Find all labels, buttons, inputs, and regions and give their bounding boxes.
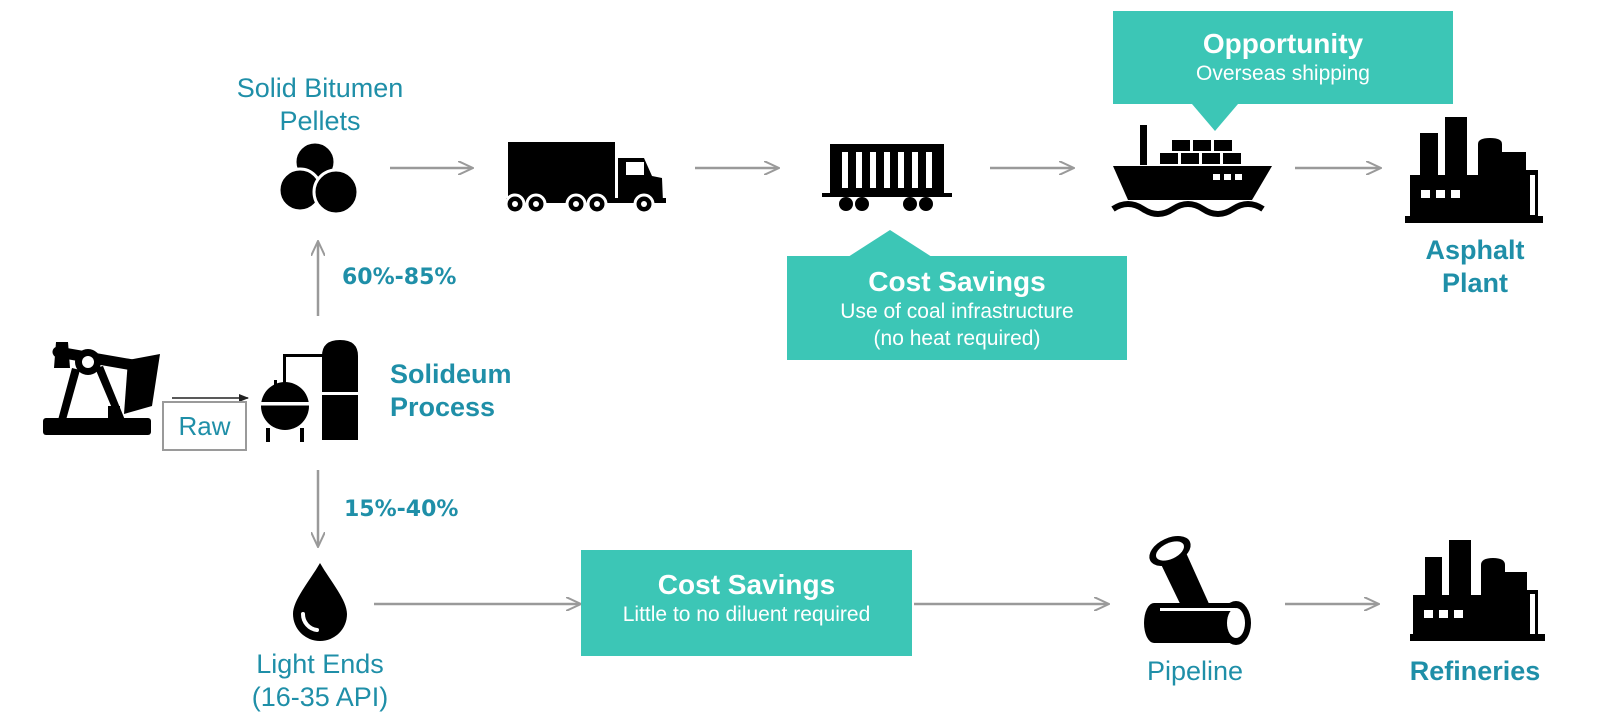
rail-cost-savings-line1: Use of coal infrastructure [840,300,1074,324]
rail-cost-savings-callout: Cost Savings Use of coal infrastructure … [787,256,1127,360]
refineries-label: Refineries [1409,656,1541,686]
opportunity-callout-pointer [1192,104,1238,131]
pellets-icon [277,140,360,216]
opportunity-title: Opportunity [1202,28,1364,59]
pumpjack-icon [43,342,160,435]
process-label: Solideum Process [390,359,512,422]
rail-savings-callout-pointer [848,230,932,257]
top-percentage-label: 60%-85% [342,265,457,290]
raw-label: Raw [178,411,231,441]
rail-cost-savings-title: Cost Savings [868,266,1046,297]
bottom-percentage-label: 15%-40% [344,497,459,522]
opportunity-subtitle: Overseas shipping [1196,62,1370,86]
pipeline-label: Pipeline [1146,656,1244,686]
factory-icon [1410,540,1545,641]
rail-cost-savings-line2: (no heat required) [873,327,1041,351]
asphalt-plant-label: Asphalt Plant [1425,235,1525,298]
light-ends-label: Light Ends (16-35 API) [251,649,389,712]
raw-label-box: Raw [162,401,247,451]
rail-car-icon [822,144,952,211]
opportunity-callout: Opportunity Overseas shipping [1113,11,1453,104]
factory-icon [1405,117,1543,223]
refinery-process-icon [260,340,358,442]
oil-drop-icon [293,563,347,641]
pipeline-icon [1144,535,1251,645]
diluent-cost-savings-callout: Cost Savings Little to no diluent requir… [581,550,912,656]
pellets-label: Solid Bitumen Pellets [236,73,404,136]
diluent-cost-savings-subtitle: Little to no diluent required [622,603,871,627]
truck-icon [504,142,666,215]
cargo-ship-icon [1111,125,1272,217]
diluent-cost-savings-title: Cost Savings [657,569,836,600]
